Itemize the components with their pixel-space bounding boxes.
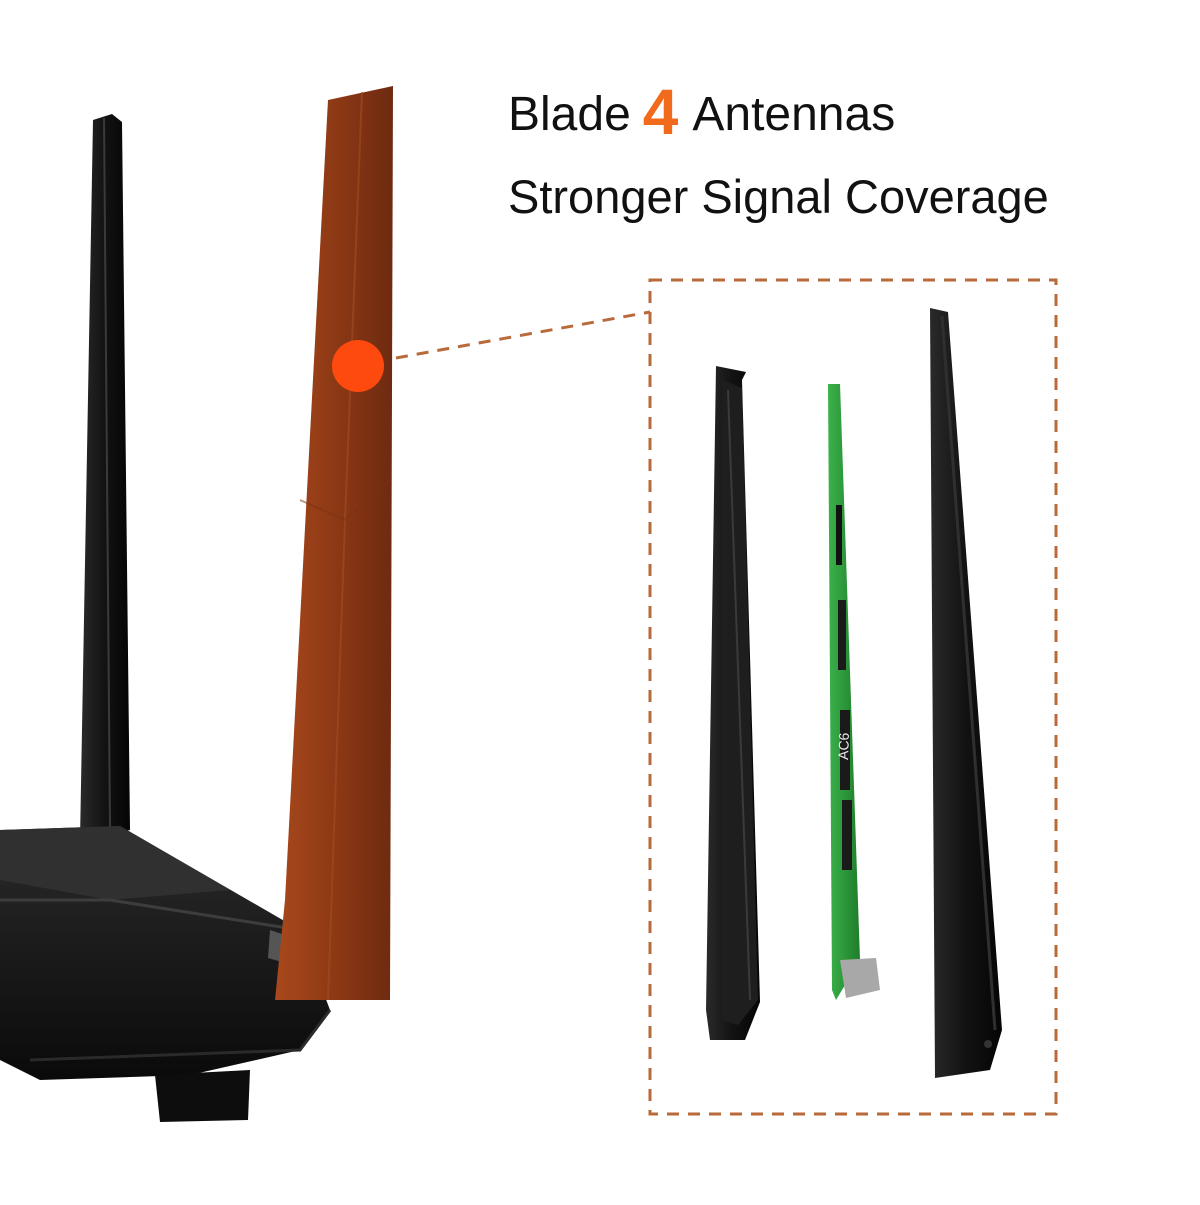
headline-number: 4 [642, 76, 679, 148]
antenna-shell-closed [930, 308, 1002, 1078]
headline-suffix: Antennas [692, 88, 896, 141]
router-antenna-black [80, 114, 130, 840]
callout-dot-icon [332, 340, 384, 392]
callout-frame [395, 278, 1058, 1116]
antenna-pcb-board: AC6 [828, 384, 880, 1000]
router-body [0, 826, 332, 1122]
headline-prefix: Blade [508, 88, 631, 141]
router-blade-antenna-highlighted [275, 86, 393, 1001]
antenna-pcb-label: AC6 [835, 732, 852, 760]
headline-subline: Stronger Signal Coverage [508, 170, 1049, 223]
antenna-shell-open [706, 366, 760, 1040]
